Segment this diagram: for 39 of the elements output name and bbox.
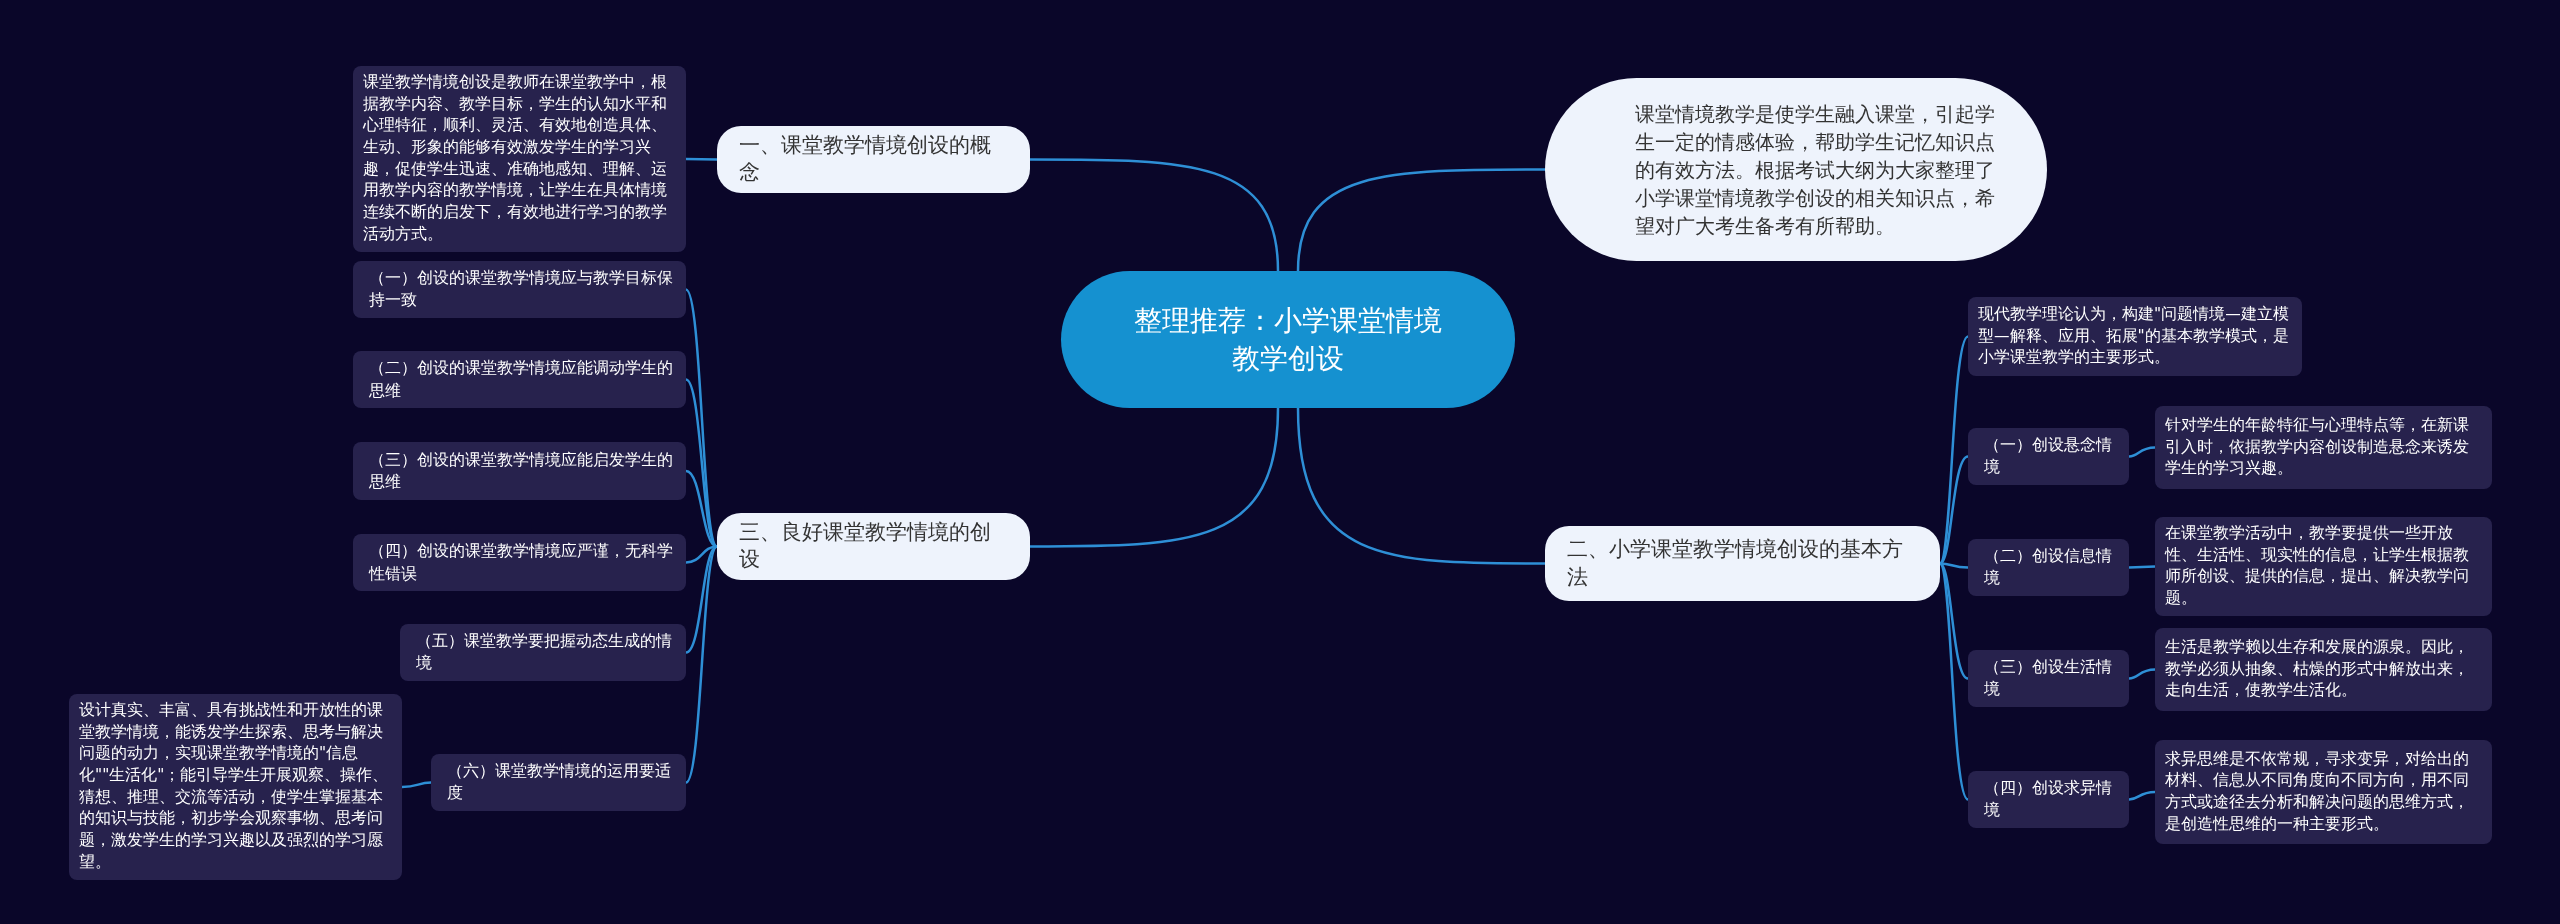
- subtopic-card: （二）创设的课堂教学情境应能调动学生的思维: [353, 351, 686, 408]
- connector-line: [1030, 158, 1280, 272]
- subtopic-card: （三）创设生活情境: [1968, 650, 2129, 707]
- branch-topic: 三、良好课堂教学情境的创设: [717, 513, 1030, 580]
- connector-line: [1296, 168, 1545, 272]
- branch-topic: 一、课堂教学情境创设的概念: [717, 126, 1030, 193]
- connector-line: [685, 545, 718, 654]
- subtopic-card: （六）课堂教学情境的运用要适度: [431, 754, 686, 811]
- detail-card: 在课堂教学活动中，教学要提供一些开放性、生活性、现实性的信息，让学生根据教师所创设、提供的信息，提出、解决教学问题。: [2155, 517, 2492, 616]
- connector-line: [1296, 407, 1545, 565]
- connector-line: [1939, 562, 1969, 569]
- connector-line: [2128, 446, 2156, 458]
- central-topic: 整理推荐：小学课堂情境教学创设: [1061, 271, 1515, 408]
- subtopic-card: （三）创设的课堂教学情境应能启发学生的思维: [353, 442, 686, 500]
- subtopic-card: （四）创设的课堂教学情境应严谨，无科学性错误: [353, 534, 686, 591]
- detail-card: 课堂教学情境创设是教师在课堂教学中，根据教学内容、教学目标，学生的认知水平和心理特征，顺利、灵活、有效地创造具体、生动、形象的能够有效激发学生的学习兴趣，促使学生迅速、准确地感知、理解、运用教学内容的教学情境，让学生在具体情境连续不断的启发下，有效地进行学习的教学活动方式。: [353, 66, 686, 252]
- connector-line: [2128, 668, 2156, 680]
- detail-card: 生活是教学赖以生存和发展的源泉。因此，教学必须从抽象、枯燥的形式中解放出来，走向生活，使教学生活化。: [2155, 628, 2492, 711]
- subtopic-card: （四）创设求异情境: [1968, 771, 2129, 828]
- connector-line: [685, 545, 718, 784]
- connector-line: [685, 378, 718, 548]
- connector-line: [401, 781, 432, 789]
- connector-line: [2128, 790, 2156, 801]
- connector-line: [2128, 565, 2156, 569]
- connector-line: [1939, 562, 1969, 680]
- subtopic-card: （一）创设的课堂教学情境应与教学目标保持一致: [353, 261, 686, 318]
- detail-card: 针对学生的年龄特征与心理特点等，在新课引入时，依据教学内容创设制造悬念来诱发学生的学习兴趣。: [2155, 406, 2492, 489]
- connector-line: [1938, 562, 1969, 801]
- connector-line: [1939, 455, 1969, 565]
- subtopic-card: （二）创设信息情境: [1968, 539, 2129, 596]
- detail-card: 求异思维是不依常规，寻求变异，对给出的材料、信息从不同角度向不同方向，用不同方式或途径去分析和解决问题的思维方式，是创造性思维的一种主要形式。: [2155, 740, 2492, 844]
- detail-card: 现代教学理论认为，构建"问题情境—建立模型—解释、应用、拓展"的基本教学模式，是小学课堂教学的主要形式。: [1968, 297, 2302, 376]
- detail-card: 设计真实、丰富、具有挑战性和开放性的课堂教学情境，能诱发学生探索、思考与解决问题的动力，实现课堂教学情境的"信息化""生活化"；能引导学生开展观察、操作、猜想、推理、交流等活动，使学生掌握基本的知识与技能，初步学会观察事物、思考问题，激发学生的学习兴趣以及强烈的学习愿望。: [69, 694, 402, 880]
- branch-topic: 二、小学课堂教学情境创设的基本方法: [1545, 526, 1940, 601]
- intro-bubble: 课堂情境教学是使学生融入课堂，引起学生一定的情感体验，帮助学生记忆知识点的有效方法。根据考试大纲为大家整理了小学课堂情境教学创设的相关知识点，希望对广大考生备考有所帮助。: [1545, 78, 2047, 261]
- connector-line: [1030, 407, 1280, 548]
- subtopic-card: （五）课堂教学要把握动态生成的情境: [400, 624, 686, 681]
- connector-line: [685, 157, 718, 161]
- subtopic-card: （一）创设悬念情境: [1968, 428, 2129, 485]
